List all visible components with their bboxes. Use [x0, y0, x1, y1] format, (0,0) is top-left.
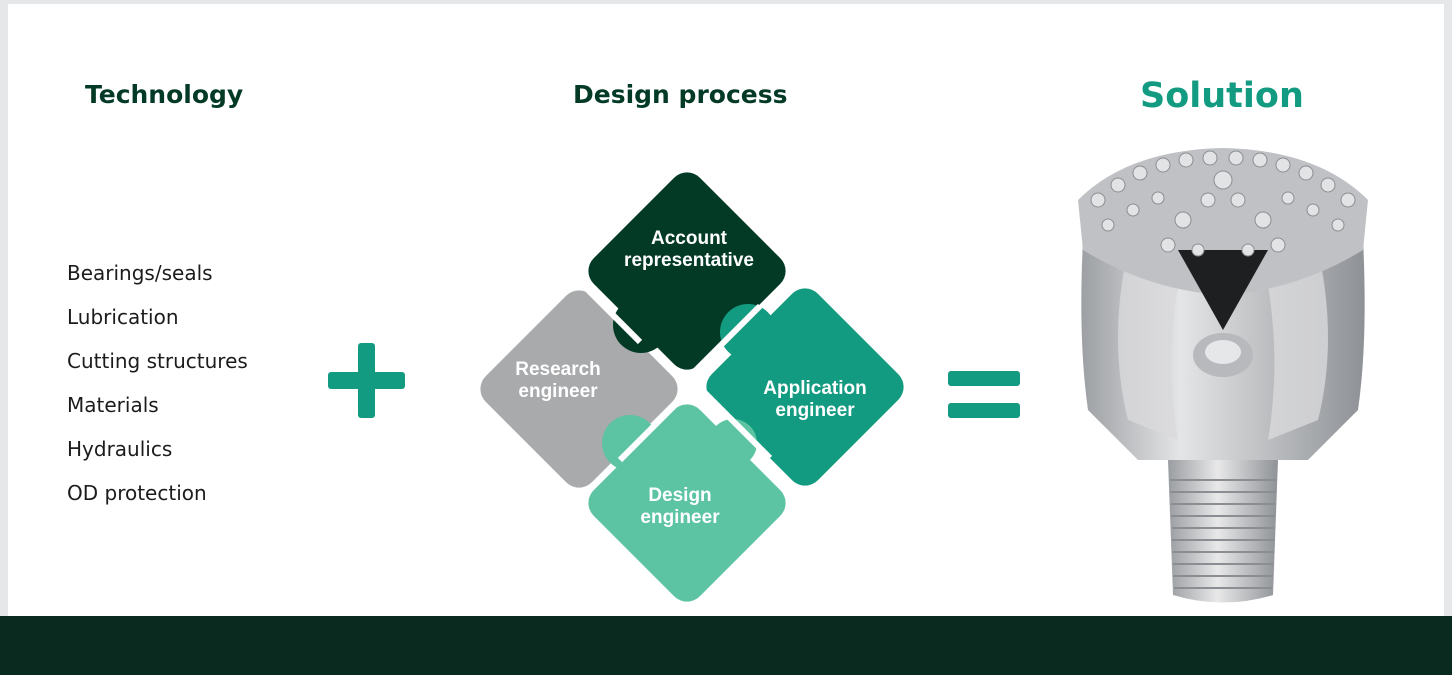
equals-bar-top	[948, 371, 1020, 386]
list-item: Lubrication	[67, 305, 179, 329]
design-process-heading: Design process	[573, 80, 788, 109]
research-label-2: engineer	[518, 381, 598, 402]
account-label-2: representative	[624, 250, 754, 271]
bit-teeth	[1090, 150, 1356, 257]
application-label-2: engineer	[775, 400, 855, 421]
application-label-1: Application	[763, 378, 866, 399]
technology-list: Bearings/seals Lubrication Cutting struc…	[67, 257, 248, 521]
research-label-1: Research	[515, 359, 601, 380]
list-item: Hydraulics	[67, 437, 173, 461]
account-label-1: Account	[651, 228, 728, 249]
list-item: Materials	[67, 393, 159, 417]
bit-threads	[1170, 479, 1276, 589]
list-item: Bearings/seals	[67, 261, 213, 285]
footer-band	[0, 616, 1452, 675]
equals-bar-bottom	[948, 403, 1020, 418]
bit-cones	[1078, 148, 1368, 295]
plus-bar-vertical	[358, 343, 375, 418]
design-process-puzzle: Research engineer Account representative…	[480, 172, 904, 602]
solution-heading: Solution	[1140, 76, 1304, 116]
design-label-2: engineer	[640, 507, 720, 528]
technology-heading: Technology	[85, 80, 244, 109]
list-item: OD protection	[67, 481, 207, 505]
list-item: Cutting structures	[67, 349, 248, 373]
bit-shank	[1168, 460, 1278, 603]
drill-bit-image	[1078, 148, 1368, 603]
puzzle-seams	[572, 274, 773, 463]
design-label-1: Design	[648, 485, 711, 506]
